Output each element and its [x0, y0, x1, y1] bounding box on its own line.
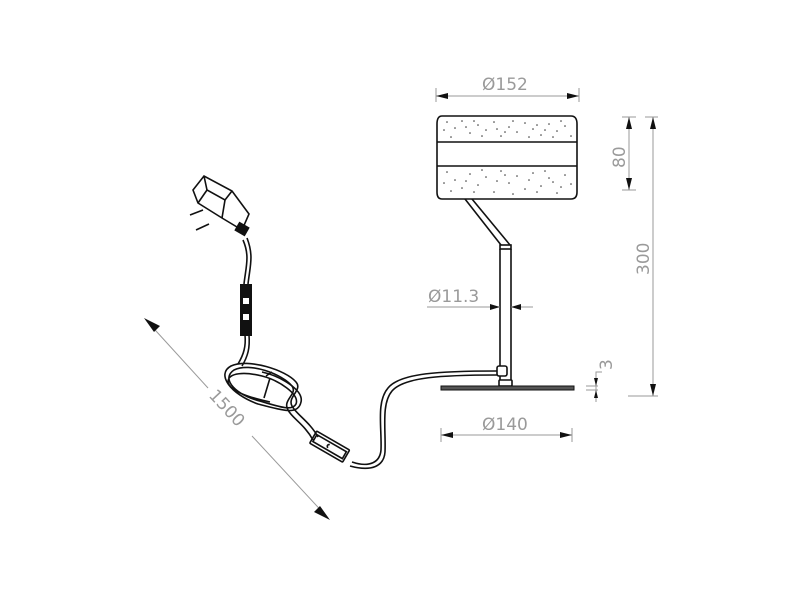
- cable-length-dimension: 1500: [144, 318, 330, 520]
- power-adapter: [189, 174, 250, 237]
- shade-texture: [443, 120, 572, 195]
- upper-cable: [237, 237, 252, 367]
- cable-connector: [240, 284, 252, 336]
- lamp-shade: [436, 115, 578, 200]
- shade-diameter-label: Ø152: [482, 75, 528, 95]
- shade-height-dimension: 80: [610, 116, 636, 191]
- cable-coil: [224, 362, 319, 441]
- stem-diameter-dimension: Ø11.3: [427, 287, 533, 310]
- total-height-dimension: 300: [628, 116, 658, 397]
- lamp-arm: [464, 198, 511, 246]
- base-diameter-label: Ø140: [482, 415, 528, 435]
- shade-diameter-dimension: Ø152: [435, 75, 580, 102]
- lamp-base: [440, 385, 575, 391]
- base-thickness-dimension: 3: [586, 359, 617, 402]
- inline-switch: [309, 430, 351, 463]
- shade-height-label: 80: [610, 146, 630, 168]
- lamp-cable: [349, 370, 498, 470]
- base-thickness-label: 3: [597, 359, 617, 370]
- total-height-label: 300: [634, 243, 654, 275]
- lamp-stem: [496, 244, 513, 387]
- stem-diameter-label: Ø11.3: [428, 287, 479, 307]
- cable-length-label: 1500: [204, 386, 248, 431]
- base-diameter-dimension: Ø140: [440, 415, 573, 442]
